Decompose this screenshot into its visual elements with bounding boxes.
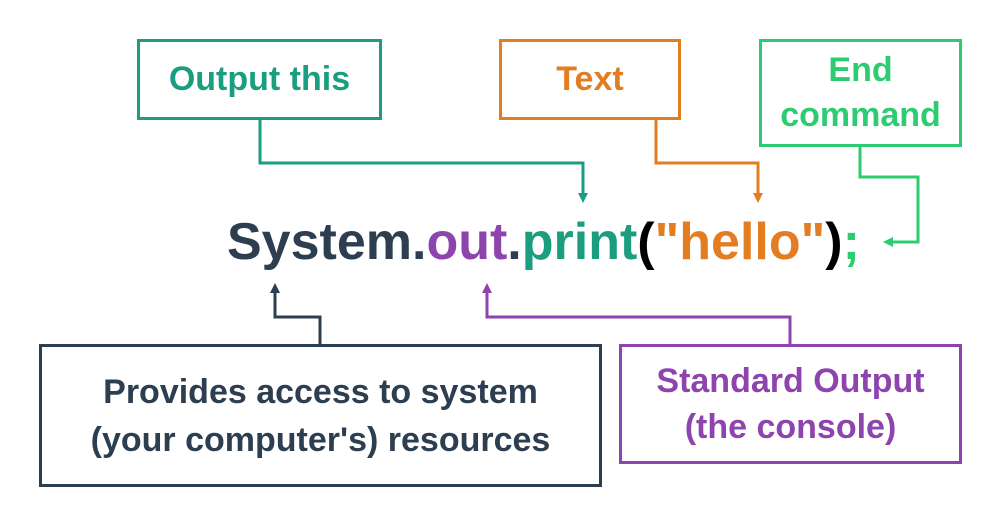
text-label-box: Text — [499, 39, 681, 120]
code-semicolon: ; — [842, 213, 860, 271]
system-description-line-2: (your computer's) resources — [90, 420, 551, 459]
output-this-label-box: Output this — [137, 39, 382, 120]
end-command-label-line-2: command — [780, 96, 941, 134]
arrow-stdout — [482, 283, 792, 344]
end-command-label-box: End command — [759, 39, 962, 147]
code-close-paren: ) — [825, 213, 843, 271]
system-description-line-1: Provides access to system — [103, 372, 538, 411]
end-command-label-line-1: End — [828, 51, 893, 89]
code-dot-1: . — [412, 213, 427, 271]
code-string-literal: "hello" — [654, 213, 826, 271]
code-statement: System.out.print("hello"); — [227, 204, 860, 280]
code-system: System — [227, 213, 412, 271]
arrow-system — [270, 283, 322, 344]
code-print: print — [521, 213, 638, 271]
standard-output-line-1: Standard Output — [656, 362, 925, 400]
system-description-box: Provides access to system (your computer… — [39, 344, 602, 487]
output-this-label: Output this — [168, 60, 351, 98]
code-open-paren: ( — [637, 213, 655, 271]
standard-output-description-box: Standard Output (the console) — [619, 344, 962, 464]
arrow-text — [654, 120, 763, 203]
text-label: Text — [556, 60, 624, 98]
code-out: out — [426, 213, 508, 271]
standard-output-line-2: (the console) — [684, 408, 897, 446]
code-dot-2: . — [507, 213, 522, 271]
arrow-end-command — [858, 147, 920, 247]
arrow-output-this — [258, 120, 588, 203]
